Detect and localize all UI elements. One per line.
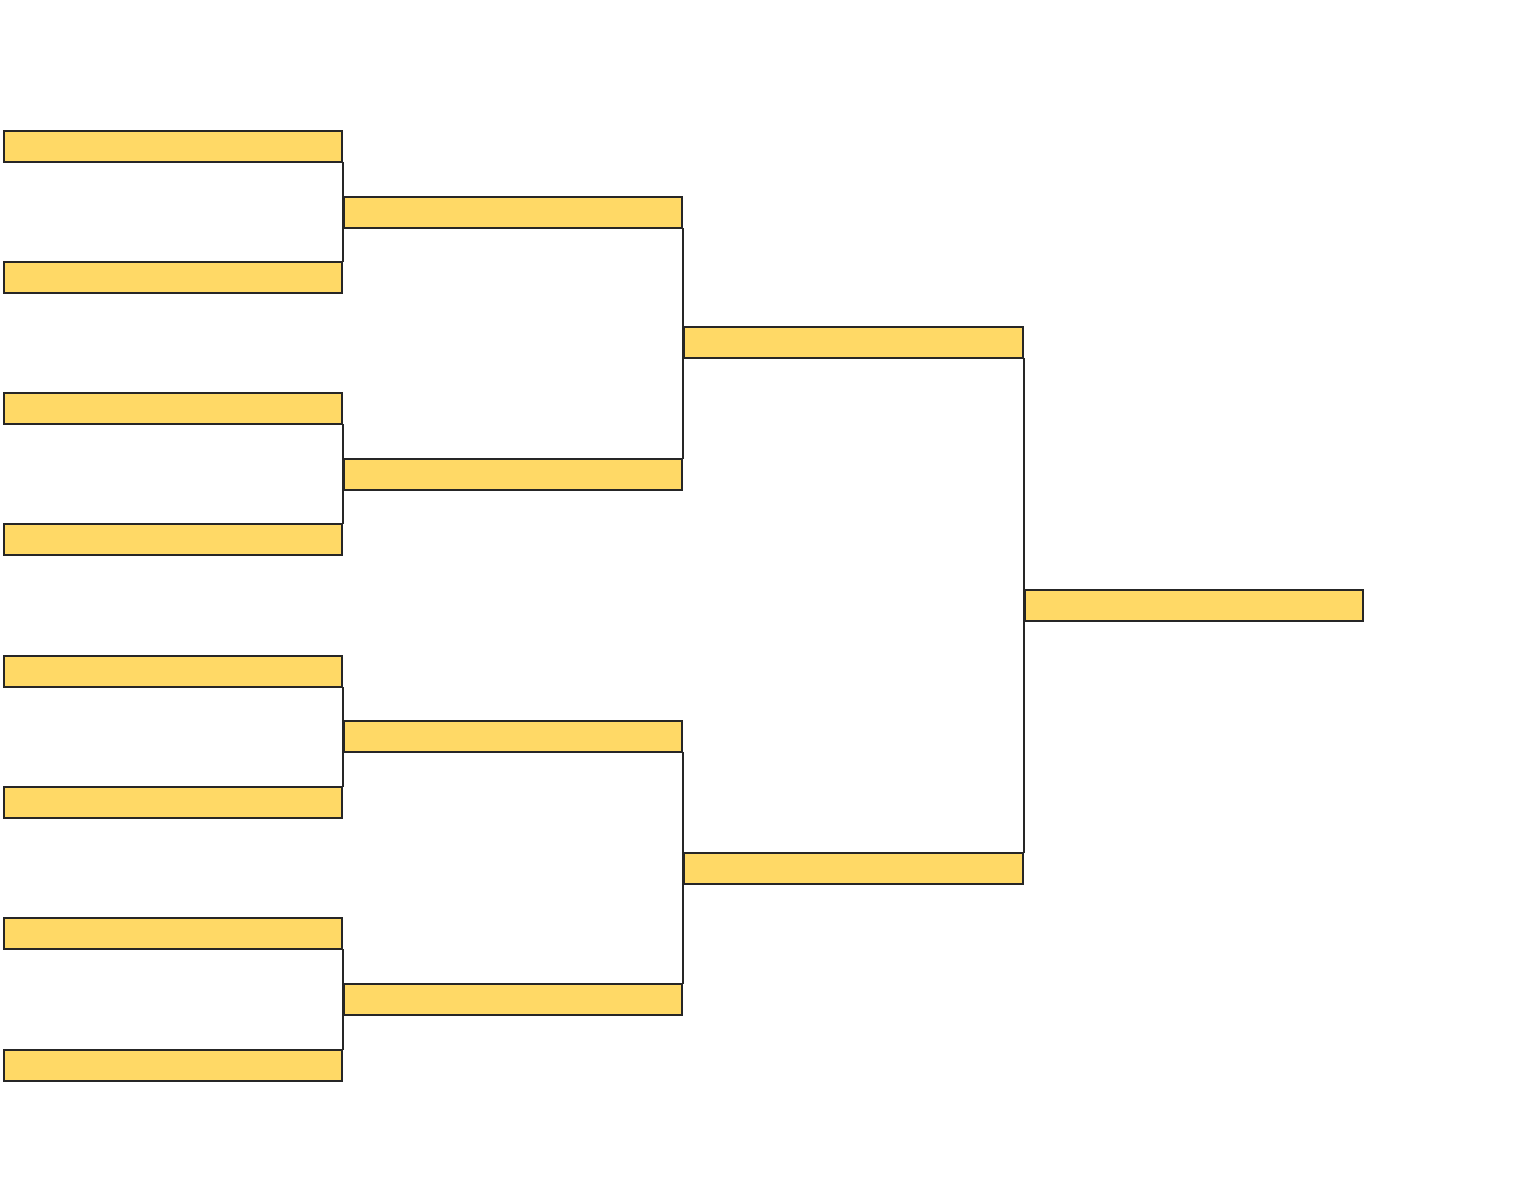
pedigree-box-gen1-slot-1	[1024, 589, 1364, 622]
pedigree-box-gen2-slot-2	[683, 852, 1024, 885]
pedigree-box-gen3-slot-2	[343, 458, 683, 491]
pedigree-box-gen4-slot-4	[3, 523, 343, 556]
pedigree-box-gen4-slot-5	[3, 655, 343, 688]
pedigree-box-gen2-slot-1	[683, 326, 1024, 359]
pedigree-box-gen3-slot-1	[343, 196, 683, 229]
pedigree-box-gen3-slot-4	[343, 983, 683, 1016]
pedigree-box-gen4-slot-3	[3, 392, 343, 425]
pedigree-box-gen4-slot-6	[3, 786, 343, 819]
pedigree-box-gen4-slot-2	[3, 261, 343, 294]
pedigree-box-gen4-slot-7	[3, 917, 343, 950]
pedigree-box-gen3-slot-3	[343, 720, 683, 753]
pedigree-box-gen4-slot-1	[3, 130, 343, 163]
pedigree-box-gen4-slot-8	[3, 1049, 343, 1082]
